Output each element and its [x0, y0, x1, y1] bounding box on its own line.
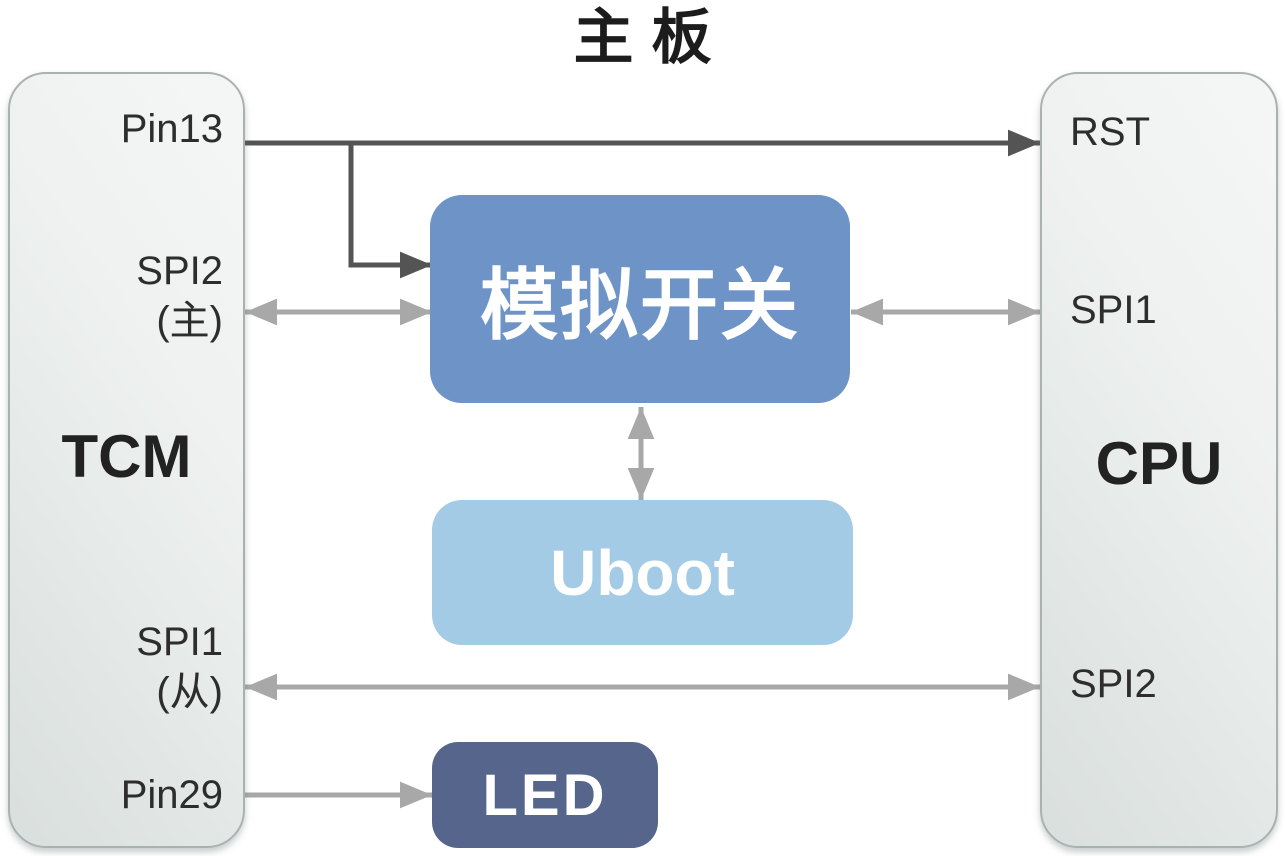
tcm-spi2-mode-line2: (主)	[156, 299, 223, 343]
tcm-spi1-mode-line2: (从)	[156, 670, 223, 714]
cpu-title: CPU	[1095, 430, 1223, 497]
cpu-spi1-label: SPI1	[1070, 288, 1157, 332]
uboot-block: Uboot	[432, 500, 853, 645]
wire-pin13-branch-to-analog-switch	[348, 143, 432, 279]
diagram-title: 主板	[573, 4, 730, 71]
analog-switch-label: 模拟开关	[479, 261, 800, 349]
cpu-block: RST SPI1 CPU SPI2	[1040, 72, 1278, 848]
led-label: LED	[482, 762, 608, 828]
tcm-block: Pin13 SPI2 (主) TCM SPI1 (从) Pin29	[8, 72, 245, 848]
tcm-spi2-label: SPI2 (主)	[136, 246, 223, 346]
cpu-spi2-label: SPI2	[1070, 662, 1157, 706]
tcm-pin13-label: Pin13	[120, 107, 223, 151]
uboot-label: Uboot	[550, 536, 735, 609]
cpu-rst-label: RST	[1070, 110, 1150, 154]
tcm-spi1-label: SPI1 (从)	[136, 617, 223, 717]
tcm-title: TCM	[61, 423, 192, 490]
tcm-pin29-label: Pin29	[120, 773, 223, 817]
tcm-spi1-line1: SPI1	[136, 620, 223, 664]
led-block: LED	[432, 742, 658, 848]
tcm-spi2-line1: SPI2	[136, 249, 223, 293]
analog-switch-block: 模拟开关	[430, 195, 850, 403]
